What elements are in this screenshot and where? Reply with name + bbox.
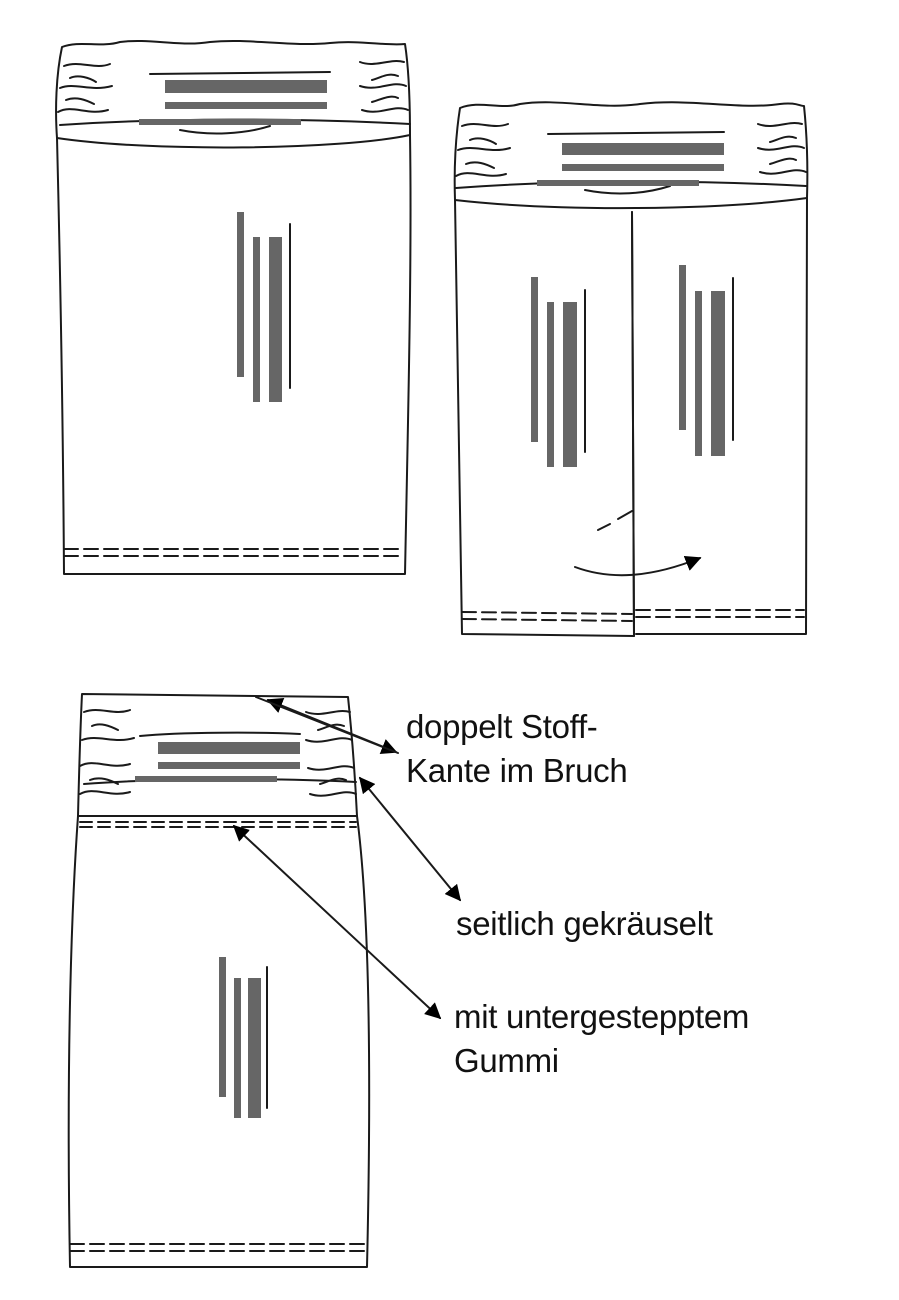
fold-dash xyxy=(597,510,633,531)
callout-double-fabric-line1: doppelt Stoff- xyxy=(406,708,598,745)
skirt-body-outline xyxy=(67,815,371,1268)
hem-stitching-right xyxy=(635,609,805,618)
hem-stitching xyxy=(69,1243,367,1252)
callout-elastic-line1: mit untergestepptem xyxy=(454,998,750,1035)
print-stripes xyxy=(237,212,291,402)
callout-elastic-line2: Gummi xyxy=(454,1042,559,1079)
waistband-outline xyxy=(453,101,809,210)
fold-arrow xyxy=(574,555,702,577)
callout-gathered-line1: seitlich gekräuselt xyxy=(456,905,713,942)
arrow-gathered xyxy=(358,776,462,902)
arrow-elastic xyxy=(232,824,442,1020)
skirt-body-outline xyxy=(56,134,412,575)
callout-gathered-side: seitlich gekräuselt xyxy=(456,902,713,946)
print-stripes xyxy=(219,957,268,1118)
label-stripes xyxy=(139,80,327,125)
callout-double-fabric: doppelt Stoff- Kante im Bruch xyxy=(406,705,628,793)
label-stripes xyxy=(135,742,300,782)
arrow-double-fabric-2 xyxy=(255,696,399,754)
waistband-outline xyxy=(55,39,411,149)
skirt-front-view xyxy=(55,39,412,575)
label-stripes xyxy=(537,143,724,186)
hem-stitching xyxy=(63,548,401,557)
elastic-stitching xyxy=(79,821,357,828)
hem-stitching-left xyxy=(461,611,633,622)
print-stripes-right xyxy=(679,265,734,456)
skirt-detail-view xyxy=(67,693,462,1268)
print-stripes-left xyxy=(531,277,586,467)
skirt-body-outline xyxy=(454,197,809,637)
skirt-back-view xyxy=(453,101,809,637)
slit-overlap xyxy=(631,211,635,637)
callout-elastic: mit untergestepptem Gummi xyxy=(454,995,749,1083)
callout-double-fabric-line2: Kante im Bruch xyxy=(406,752,628,789)
